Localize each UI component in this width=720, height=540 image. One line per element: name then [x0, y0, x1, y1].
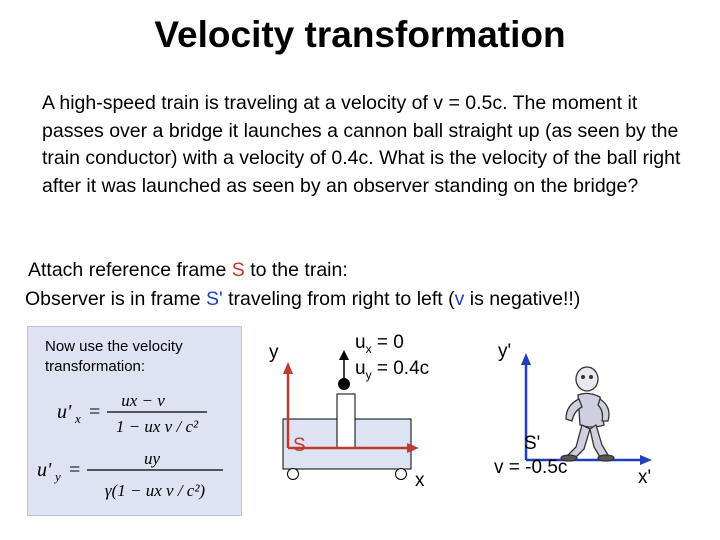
- velocity-formulas: u' x = ux − v 1 − ux v / c² u' y = uy γ(…: [37, 391, 223, 500]
- frame-sprime-statement: Observer is in frame S' traveling from r…: [25, 288, 580, 311]
- slide-title: Velocity transformation: [154, 14, 566, 55]
- formula2-equals: =: [69, 459, 80, 481]
- sprime-velocity-label: v = -0.5c: [494, 457, 567, 478]
- formula-uy-prime: u' y = uy γ(1 − ux v / c²): [37, 449, 223, 500]
- frame-sprime-text-before: Observer is in frame: [25, 288, 206, 310]
- formula2-lhs-sub: y: [53, 469, 61, 484]
- observer-diagram: y' S' v = -0.5c x': [494, 341, 652, 488]
- formula1-numerator: ux − v: [121, 391, 165, 410]
- frame-s-symbol: S: [231, 259, 245, 281]
- s-y-arrowhead: [283, 362, 293, 374]
- sprime-frame-label: S': [524, 433, 540, 454]
- formula1-lhs-sub: x: [74, 411, 81, 426]
- s-x-label: x: [415, 470, 425, 491]
- velocity-symbol: v: [454, 288, 465, 310]
- formula-ux-prime: u' x = ux − v 1 − ux v / c²: [57, 391, 207, 436]
- train-wheel-left: [287, 468, 299, 480]
- cannon: [336, 393, 356, 449]
- sprime-y-label: y': [498, 341, 511, 362]
- frame-s-statement: Attach reference frame S to the train:: [28, 259, 348, 282]
- train-diagram: ux = 0 uy = 0.4c y S x: [269, 332, 429, 491]
- s-y-label: y: [269, 342, 279, 363]
- formula-box-label: Now use the velocity transformation:: [45, 338, 183, 375]
- formula2-lhs: u': [37, 459, 52, 481]
- cannon-ball: [338, 378, 350, 390]
- sprime-y-arrowhead: [521, 353, 531, 365]
- formula-box: [27, 326, 242, 516]
- observer-figure-icon: [560, 366, 615, 462]
- sprime-x-label: x': [638, 467, 651, 488]
- uy-label: uy = 0.4c: [355, 358, 429, 382]
- s-x-arrowhead: [407, 443, 419, 453]
- frame-sprime-text-after: is negative!!): [464, 288, 581, 310]
- formula1-equals: =: [89, 401, 100, 423]
- s-frame-label: S: [293, 435, 306, 456]
- problem-statement: A high-speed train is traveling at a vel…: [42, 92, 681, 197]
- train-wheel-right: [395, 468, 407, 480]
- sprime-x-arrowhead: [640, 455, 652, 465]
- formula2-numerator: uy: [144, 449, 161, 468]
- frame-s-text-before: Attach reference frame: [28, 259, 232, 281]
- formula1-denominator: 1 − ux v / c²: [116, 417, 199, 436]
- ball-velocity-arrowhead: [339, 350, 349, 360]
- formula2-denominator: γ(1 − ux v / c²): [105, 481, 206, 500]
- frame-sprime-text-mid: traveling from right to left (: [222, 288, 455, 310]
- frame-sprime-symbol: S': [205, 288, 223, 310]
- frame-s-text-after: to the train:: [244, 259, 348, 281]
- ux-label: ux = 0: [355, 332, 404, 356]
- formula1-lhs: u': [57, 401, 72, 423]
